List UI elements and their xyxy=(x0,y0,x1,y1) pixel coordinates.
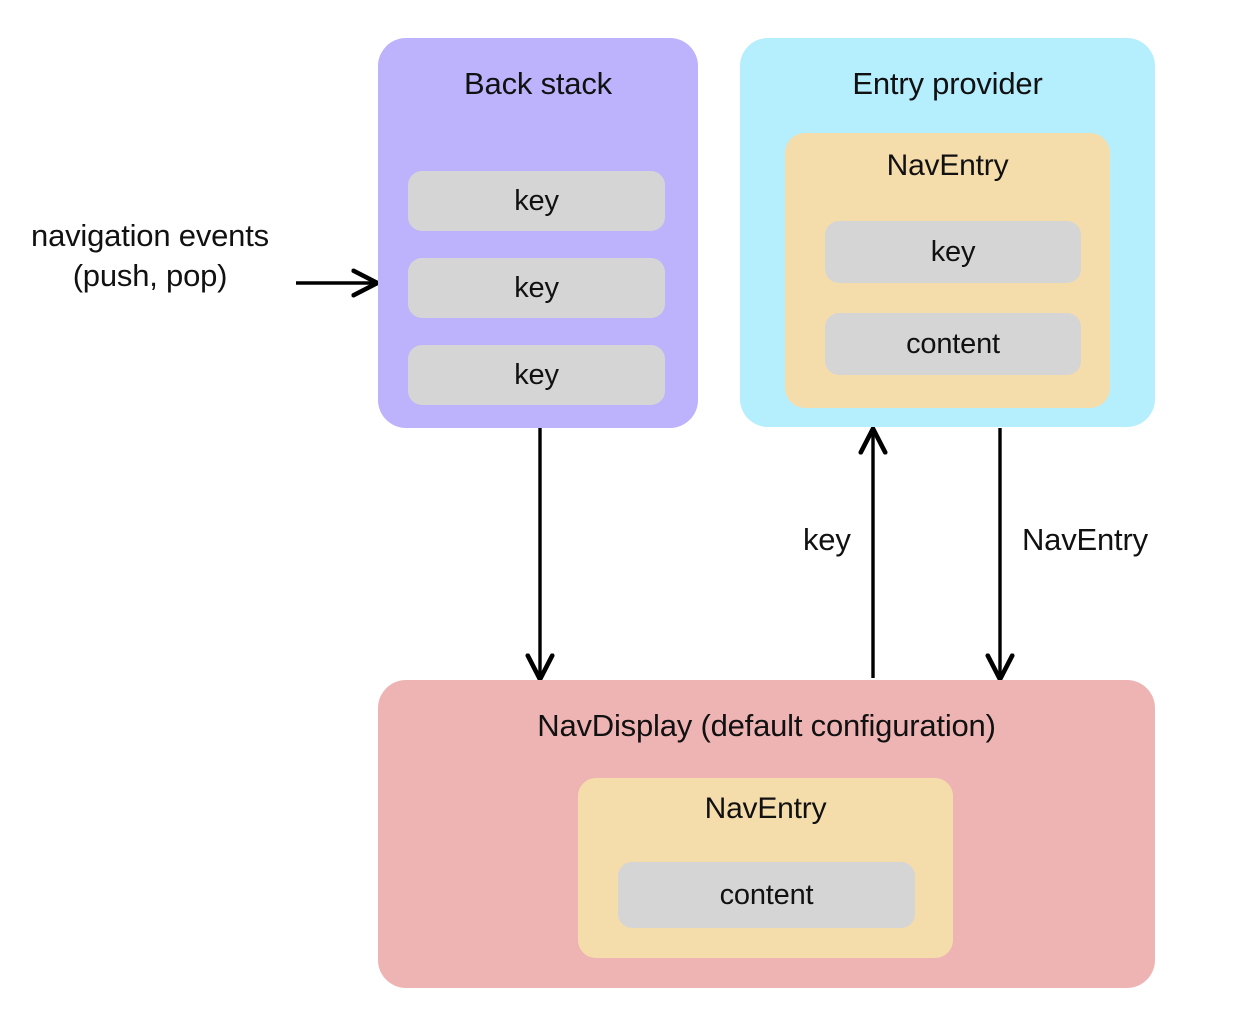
entry-provider-naventry-key-chip[interactable]: key xyxy=(825,221,1081,283)
entry-provider-title: Entry provider xyxy=(852,66,1043,101)
node-back-stack[interactable]: Back stack key key key xyxy=(378,38,698,428)
nav-display-naventry-content-chip[interactable]: content xyxy=(618,862,915,928)
navigation-events-label: navigation events (push, pop) xyxy=(31,218,269,294)
node-nav-display-naventry[interactable]: NavEntry content xyxy=(578,778,953,958)
node-entry-provider-naventry[interactable]: NavEntry key content xyxy=(785,133,1110,408)
entry-provider-naventry-content-chip[interactable]: content xyxy=(825,313,1081,375)
entry-provider-naventry-title: NavEntry xyxy=(886,149,1009,182)
back-stack-title: Back stack xyxy=(464,66,612,101)
edge-label-naventry: NavEntry xyxy=(1022,522,1148,557)
back-stack-key-chip-3[interactable]: key xyxy=(408,345,665,405)
nav-display-naventry-title: NavEntry xyxy=(704,792,827,825)
edge-label-key: key xyxy=(803,522,851,557)
nav-display-title: NavDisplay (default configuration) xyxy=(537,708,996,743)
back-stack-key-chip-1[interactable]: key xyxy=(408,171,665,231)
back-stack-key-chip-2[interactable]: key xyxy=(408,258,665,318)
